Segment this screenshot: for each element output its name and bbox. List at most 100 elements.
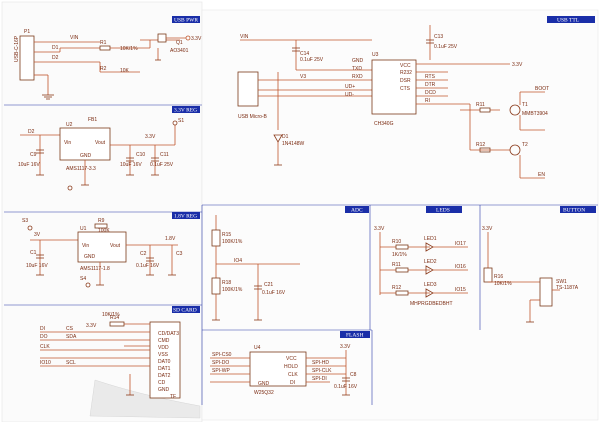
usb-connector-body bbox=[19, 35, 35, 81]
svg-text:TXD: TXD bbox=[352, 66, 362, 72]
svg-text:USB Micro-B: USB Micro-B bbox=[238, 114, 268, 120]
svg-text:10K/1%: 10K/1% bbox=[494, 281, 512, 287]
svg-text:LEDS: LEDS bbox=[436, 208, 450, 214]
svg-text:UD-: UD- bbox=[345, 92, 354, 98]
svg-text:S1: S1 bbox=[178, 118, 184, 124]
testpoint-s3 bbox=[27, 225, 33, 231]
svg-text:IO16: IO16 bbox=[455, 264, 466, 270]
resistor-r1 bbox=[99, 45, 111, 51]
svg-text:DAT1: DAT1 bbox=[158, 366, 171, 372]
svg-text:DSR: DSR bbox=[400, 78, 411, 84]
pushbutton-sw1 bbox=[539, 277, 553, 307]
svg-text:GND: GND bbox=[158, 387, 170, 393]
svg-text:CMD: CMD bbox=[158, 338, 170, 344]
svg-text:D1: D1 bbox=[282, 134, 289, 140]
resistor-r10 bbox=[395, 244, 409, 250]
svg-text:R16: R16 bbox=[494, 274, 503, 280]
svg-text:CLK: CLK bbox=[40, 344, 50, 350]
led-2 bbox=[425, 265, 434, 275]
svg-text:IO15: IO15 bbox=[455, 287, 466, 293]
svg-text:IO4: IO4 bbox=[234, 258, 242, 264]
svg-text:SDA: SDA bbox=[66, 334, 77, 340]
svg-text:VDD: VDD bbox=[158, 345, 169, 351]
svg-text:1.8V REG: 1.8V REG bbox=[174, 214, 197, 220]
svg-text:10K: 10K bbox=[120, 68, 130, 74]
svg-text:1.8V: 1.8V bbox=[165, 236, 176, 242]
svg-text:LED1: LED1 bbox=[424, 236, 437, 242]
panel-title-button: BUTTON bbox=[560, 206, 596, 214]
svg-text:3.3V: 3.3V bbox=[86, 323, 97, 329]
svg-text:10K/1%: 10K/1% bbox=[120, 46, 138, 52]
resistor-r9 bbox=[94, 223, 108, 229]
panel-title-usb-ttl: USB TTL bbox=[547, 16, 595, 24]
svg-text:SD CARD: SD CARD bbox=[173, 308, 197, 314]
svg-text:UD+: UD+ bbox=[345, 84, 355, 90]
svg-text:AO3401: AO3401 bbox=[170, 48, 189, 54]
svg-text:R12: R12 bbox=[476, 142, 485, 148]
svg-text:10uF 16V: 10uF 16V bbox=[18, 162, 40, 168]
svg-text:C13: C13 bbox=[434, 34, 443, 40]
transistor-t1 bbox=[509, 104, 521, 116]
power-net-3v3-marker bbox=[185, 35, 191, 41]
mosfet-q1 bbox=[157, 33, 167, 43]
svg-text:GND: GND bbox=[84, 254, 96, 260]
usb-power-circuit: P1 VIN D1 10K/1% D2 Q1 AO3401 3.3V R1 10… bbox=[14, 29, 202, 100]
resistor-r11-led bbox=[395, 267, 409, 273]
svg-text:S3: S3 bbox=[22, 218, 28, 224]
svg-text:CLK: CLK bbox=[288, 372, 298, 378]
svg-text:RTS: RTS bbox=[425, 74, 436, 80]
usb-micro-connector bbox=[237, 71, 259, 107]
svg-text:0.1uF 25V: 0.1uF 25V bbox=[434, 44, 458, 50]
resistor-r18 bbox=[211, 277, 221, 295]
svg-text:C14: C14 bbox=[300, 51, 309, 57]
svg-text:C1: C1 bbox=[30, 250, 37, 256]
svg-text:GND: GND bbox=[258, 381, 270, 387]
svg-text:D2: D2 bbox=[52, 55, 59, 61]
svg-text:100K/1%: 100K/1% bbox=[222, 239, 243, 245]
svg-text:1N4148W: 1N4148W bbox=[282, 141, 305, 147]
svg-text:VIN: VIN bbox=[240, 34, 249, 40]
svg-text:Vout: Vout bbox=[110, 243, 121, 249]
svg-text:3.3V: 3.3V bbox=[482, 226, 493, 232]
transistor-t2 bbox=[509, 144, 521, 156]
regulator-1v8-circuit: S3 3V C1 10uF 16V U1 AMS1117-1.8 Vin Vou… bbox=[22, 218, 183, 288]
svg-text:3V: 3V bbox=[34, 232, 41, 238]
svg-text:RI: RI bbox=[425, 98, 430, 104]
svg-text:U2: U2 bbox=[66, 122, 73, 128]
svg-text:D1: D1 bbox=[52, 45, 59, 51]
svg-text:AMS1117-3.3: AMS1117-3.3 bbox=[66, 166, 96, 172]
svg-text:C2: C2 bbox=[140, 251, 147, 257]
svg-text:3.3V: 3.3V bbox=[145, 134, 156, 140]
svg-text:S4: S4 bbox=[80, 276, 86, 282]
svg-text:CD: CD bbox=[158, 380, 166, 386]
svg-text:IO17: IO17 bbox=[455, 241, 466, 247]
svg-text:R11: R11 bbox=[392, 262, 401, 268]
svg-text:R232: R232 bbox=[400, 70, 412, 76]
panel-title-usb-power: USB PWR bbox=[172, 16, 200, 24]
svg-text:T1: T1 bbox=[522, 102, 528, 108]
svg-text:DAT2: DAT2 bbox=[158, 373, 171, 379]
svg-text:MMBT3904: MMBT3904 bbox=[522, 111, 548, 117]
svg-text:R15: R15 bbox=[222, 232, 231, 238]
svg-text:SPI-CLK: SPI-CLK bbox=[312, 368, 332, 374]
svg-text:DO: DO bbox=[40, 334, 48, 340]
svg-text:LED2: LED2 bbox=[424, 259, 437, 265]
svg-text:DI: DI bbox=[290, 380, 295, 386]
svg-text:R1: R1 bbox=[100, 40, 107, 46]
button-circuit: 3.3V R16 10K/1% SW1 TS-1187A bbox=[482, 226, 579, 323]
diode-d1 bbox=[273, 134, 283, 143]
svg-text:0.1uF 25V: 0.1uF 25V bbox=[150, 162, 174, 168]
svg-text:R10: R10 bbox=[392, 239, 401, 245]
svg-text:IO10: IO10 bbox=[40, 360, 51, 366]
svg-text:R9: R9 bbox=[98, 218, 105, 224]
svg-text:USB PWR: USB PWR bbox=[174, 18, 198, 24]
panel-title-flash: FLASH bbox=[340, 331, 370, 339]
svg-text:0.1uF 16V: 0.1uF 16V bbox=[334, 384, 358, 390]
svg-text:C21: C21 bbox=[264, 282, 273, 288]
svg-text:ADC: ADC bbox=[351, 208, 363, 214]
svg-text:GND: GND bbox=[352, 58, 364, 64]
svg-text:DI: DI bbox=[40, 326, 45, 332]
svg-text:U1: U1 bbox=[80, 226, 87, 232]
svg-text:R2: R2 bbox=[100, 66, 107, 72]
svg-text:C9: C9 bbox=[30, 152, 37, 158]
